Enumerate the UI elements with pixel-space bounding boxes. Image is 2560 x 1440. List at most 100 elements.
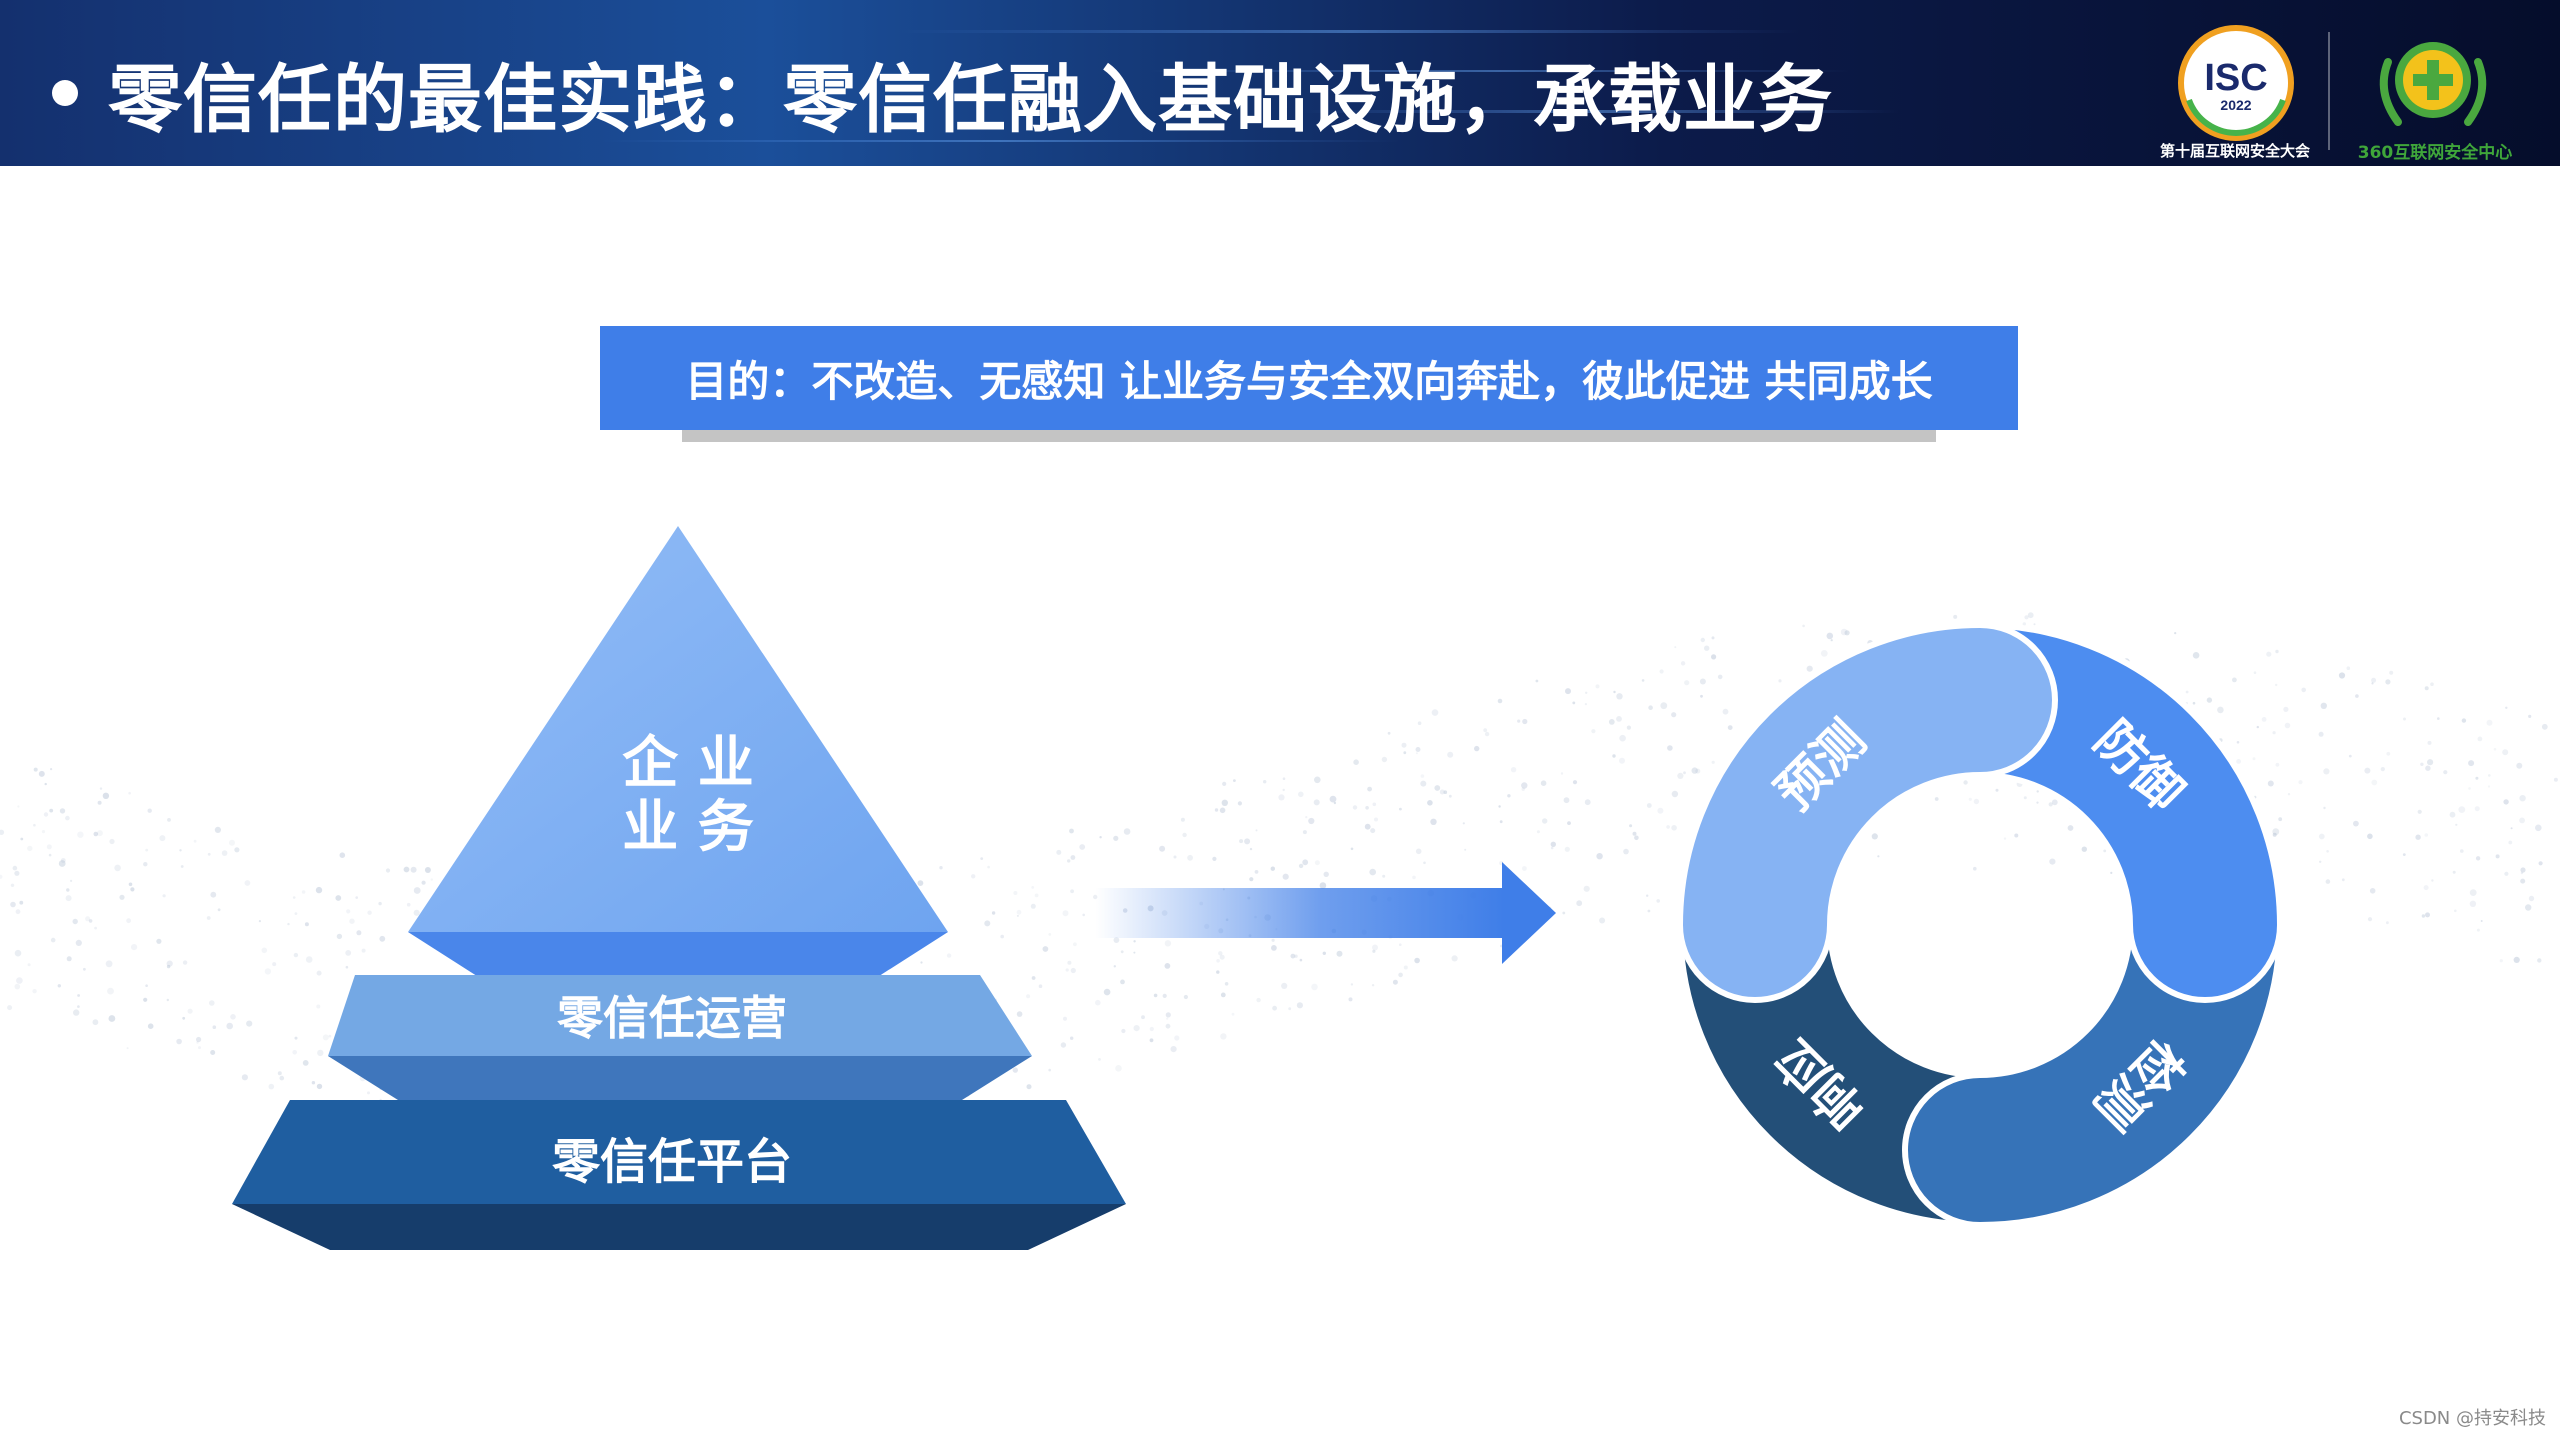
background-dot — [272, 962, 277, 967]
background-dot — [987, 865, 990, 869]
background-dot — [1030, 903, 1036, 909]
background-dot — [166, 998, 169, 1002]
background-dot — [1387, 731, 1391, 735]
background-dot — [1382, 874, 1386, 878]
background-dot — [1278, 794, 1285, 801]
background-dot — [2520, 867, 2526, 873]
background-dot — [1648, 705, 1653, 710]
background-dot — [1013, 891, 1018, 895]
background-dot — [304, 922, 309, 927]
background-dot — [1403, 751, 1407, 755]
background-dot — [1820, 650, 1828, 657]
background-dot — [196, 1041, 199, 1044]
background-dot — [316, 970, 322, 976]
background-dot — [1222, 781, 1227, 787]
background-dot — [1995, 788, 1999, 792]
background-dot — [1542, 818, 1548, 824]
background-dot — [1674, 646, 1677, 649]
background-dot — [41, 830, 46, 834]
background-dot — [92, 1019, 99, 1026]
background-dot — [43, 812, 49, 817]
background-dot — [292, 1050, 298, 1055]
background-dot — [20, 837, 24, 841]
background-dot — [130, 887, 135, 892]
pyramid-middle-label: 零信任运营 — [557, 991, 787, 1045]
background-dot — [1099, 836, 1102, 839]
background-dot — [1294, 954, 1298, 958]
background-dot — [1070, 967, 1076, 974]
background-dot — [109, 838, 115, 845]
background-dot — [1263, 780, 1267, 784]
background-dot — [2236, 741, 2240, 744]
background-dot — [301, 890, 306, 894]
background-dot — [2502, 749, 2509, 756]
background-dot — [1447, 751, 1454, 758]
background-dot — [2206, 697, 2213, 703]
page-title: 零信任的最佳实践：零信任融入基础设施，承载业务 — [108, 57, 1833, 143]
background-dot — [2461, 718, 2467, 723]
background-dot — [1026, 1084, 1032, 1090]
background-dot — [1420, 774, 1425, 778]
background-dot — [1056, 849, 1062, 855]
background-dot — [1281, 982, 1288, 990]
background-dot — [166, 964, 171, 969]
background-dot — [1329, 795, 1337, 803]
background-dot — [2469, 900, 2477, 907]
background-dot — [305, 956, 313, 963]
background-dot — [355, 896, 359, 899]
background-dot — [1722, 708, 1729, 715]
background-dot — [2371, 779, 2378, 786]
background-dot — [1282, 873, 1289, 880]
background-dot — [2371, 677, 2377, 683]
background-dot — [162, 894, 166, 898]
background-dot — [96, 830, 103, 837]
background-dot — [2553, 777, 2558, 782]
background-dot — [2499, 959, 2503, 963]
background-dot — [2513, 956, 2520, 964]
background-dot — [167, 818, 171, 822]
background-dot — [367, 1091, 370, 1095]
background-dot — [1370, 828, 1376, 834]
background-dot — [2454, 909, 2457, 913]
background-dot — [1103, 988, 1111, 996]
background-dot — [73, 1009, 80, 1016]
background-dot — [1313, 799, 1320, 806]
background-dot — [2033, 623, 2036, 626]
background-dot — [17, 805, 20, 808]
background-dot — [166, 960, 173, 967]
background-dot — [126, 918, 131, 924]
background-dot — [2236, 759, 2242, 764]
background-dot — [1778, 679, 1782, 683]
background-dot — [1522, 718, 1528, 725]
background-dot — [1483, 728, 1488, 733]
background-dot — [1302, 859, 1309, 866]
background-dot — [378, 901, 382, 906]
background-dot — [1305, 816, 1308, 819]
background-dot — [1671, 712, 1677, 718]
background-dot — [1165, 1012, 1171, 1018]
pyramid-top-base — [408, 932, 948, 978]
background-dot — [1016, 914, 1019, 917]
background-dot — [114, 864, 121, 872]
background-dot — [1507, 794, 1511, 798]
background-dot — [2367, 833, 2373, 840]
pyramid-top-label-line1: 企 业 — [622, 731, 754, 796]
background-dot — [2232, 677, 2237, 683]
background-dot — [206, 916, 211, 920]
background-dot — [2505, 706, 2508, 709]
background-dot — [2081, 846, 2087, 852]
background-dot — [159, 835, 166, 842]
background-dot — [1680, 661, 1686, 666]
background-dot — [1333, 801, 1337, 805]
background-dot — [85, 916, 91, 922]
background-dot — [2528, 895, 2535, 902]
background-dot — [1254, 870, 1259, 874]
background-dot — [2287, 793, 2291, 796]
background-dot — [145, 984, 148, 987]
background-dot — [1149, 1026, 1154, 1032]
background-dot — [1567, 821, 1571, 825]
background-dot — [2452, 870, 2456, 874]
background-dot — [316, 1083, 323, 1090]
background-dot — [147, 1023, 154, 1029]
background-dot — [2348, 754, 2352, 758]
